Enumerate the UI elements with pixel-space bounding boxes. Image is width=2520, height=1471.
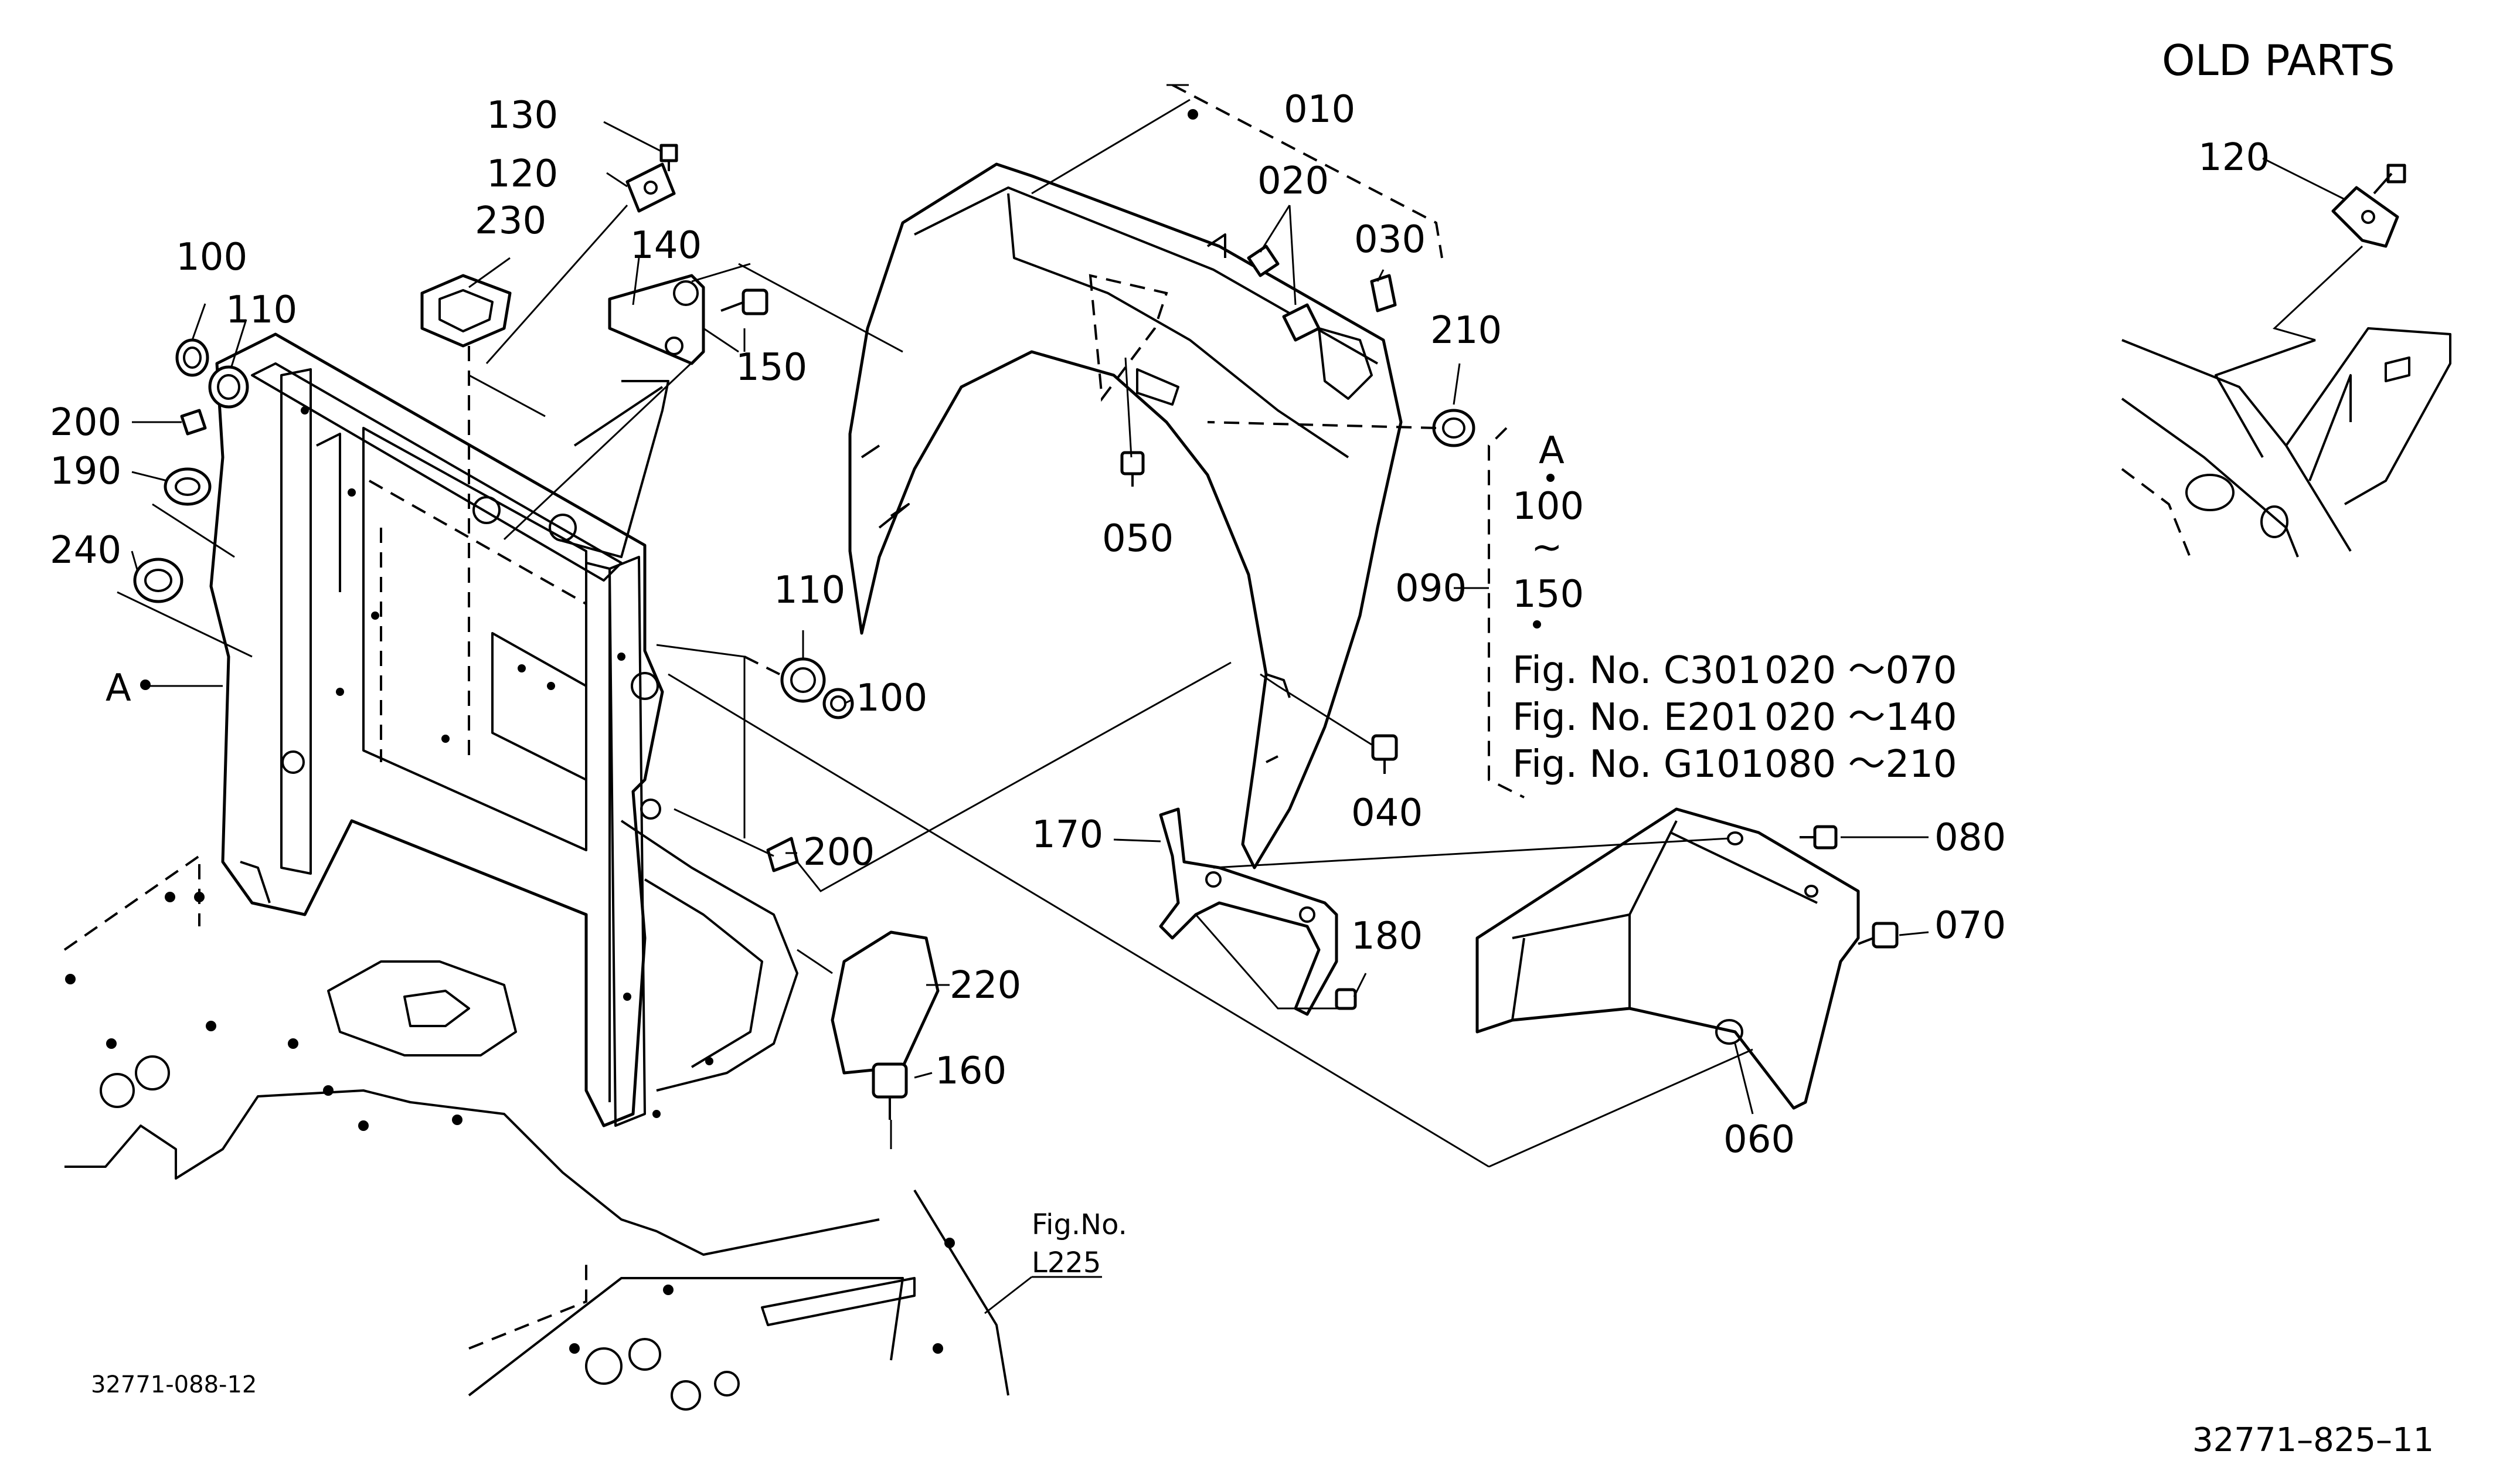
label-200-left: 200 <box>50 401 121 444</box>
label-120: 120 <box>487 152 558 196</box>
label-090: 090 <box>1395 567 1467 610</box>
label-220: 220 <box>950 964 1021 1007</box>
floor-plate <box>63 854 1009 1411</box>
label-050: 050 <box>1102 517 1174 560</box>
bolt-150 <box>720 288 768 315</box>
clip-200-left <box>180 409 207 436</box>
ring-100-left <box>175 338 209 377</box>
bolt-040 <box>1371 734 1398 774</box>
bolt-050 <box>1120 451 1145 487</box>
bushing-110-mid <box>780 657 826 703</box>
group-range-start: 100 <box>1512 485 1584 528</box>
drawing-number-left: 32771-088-12 <box>91 1371 257 1398</box>
old-parts-inset <box>2121 164 2451 563</box>
label-210: 210 <box>1430 309 1502 352</box>
ref-dot-a <box>140 680 151 690</box>
group-letter: A <box>1539 429 1565 473</box>
bolt-070 <box>1858 922 1899 949</box>
group-tilde: ~ <box>1531 526 1563 569</box>
label-120-old: 120 <box>2198 136 2270 179</box>
bracket-170 <box>1159 807 1338 1016</box>
left-panel-frame <box>209 332 798 1127</box>
bracket-140 <box>608 274 705 365</box>
figure-ref-2-range: 080 ～210 <box>1764 743 1957 786</box>
label-040: 040 <box>1351 791 1423 835</box>
label-140: 140 <box>630 224 702 267</box>
drawing-number-right: 32771–825–11 <box>2192 1421 2434 1459</box>
bracket-120 <box>625 162 676 213</box>
label-180: 180 <box>1351 915 1423 958</box>
figure-ref-1-fig: Fig. No. E201 <box>1512 696 1759 739</box>
cross-ref-label: Fig.No. <box>1032 1208 1127 1241</box>
clip-030 <box>1370 274 1397 312</box>
label-150: 150 <box>736 346 807 389</box>
clip-020-b <box>1282 303 1321 342</box>
figure-ref-2-fig: Fig. No. G101 <box>1512 743 1764 786</box>
cover-060 <box>1475 807 1860 1110</box>
label-170: 170 <box>1032 813 1103 857</box>
label-010: 010 <box>1284 88 1355 131</box>
figure-refs: Fig. No. C301 020 ～070 Fig. No. E201 020… <box>1512 649 1957 786</box>
label-060: 060 <box>1723 1118 1795 1161</box>
seal-230 <box>420 274 512 348</box>
part-labels: 130 120 230 140 150 100 110 200 190 240 … <box>50 88 2270 1161</box>
bolt-160 <box>872 1062 908 1120</box>
grommet-190 <box>164 467 212 506</box>
label-020: 020 <box>1257 159 1329 203</box>
label-240: 240 <box>50 529 121 572</box>
ring-100-mid <box>822 688 854 719</box>
label-200-mid: 200 <box>803 831 875 874</box>
assembly-range: A 100 ~ 150 <box>1512 429 1584 629</box>
group-range-end: 150 <box>1512 573 1584 616</box>
bolt-080 <box>1800 825 1838 850</box>
label-130: 130 <box>487 94 558 137</box>
label-070: 070 <box>1934 904 2006 947</box>
label-100-mid: 100 <box>856 677 927 720</box>
figure-ref-0-range: 020 ～070 <box>1764 649 1957 692</box>
ref-dot-010 <box>1188 109 1198 120</box>
label-190: 190 <box>50 450 121 493</box>
leader-lines <box>117 84 2363 1314</box>
cross-reference: Fig.No. L225 <box>1032 1208 1127 1279</box>
label-110-left: 110 <box>226 288 297 332</box>
cap-220 <box>831 930 940 1075</box>
figure-ref-1-range: 020 ～140 <box>1764 696 1957 739</box>
bolt-130 <box>659 144 678 171</box>
label-080: 080 <box>1934 816 2006 860</box>
old-parts-title: OLD PARTS <box>2162 36 2395 85</box>
label-100-left: 100 <box>176 236 247 279</box>
figure-ref-0-fig: Fig. No. C301 <box>1512 649 1761 692</box>
bolt-180 <box>1335 988 1357 1010</box>
label-030: 030 <box>1354 218 1426 261</box>
fender-cover-010 <box>848 162 1403 869</box>
cross-ref-fig: L225 <box>1032 1246 1101 1279</box>
grommet-240 <box>133 558 183 603</box>
label-110-mid: 110 <box>774 569 845 612</box>
label-230: 230 <box>475 199 546 243</box>
bushing-110-left <box>208 365 249 409</box>
label-a: A <box>106 667 131 710</box>
clip-020-a <box>1247 244 1280 277</box>
nut-210 <box>1432 409 1475 447</box>
label-160: 160 <box>935 1049 1006 1093</box>
